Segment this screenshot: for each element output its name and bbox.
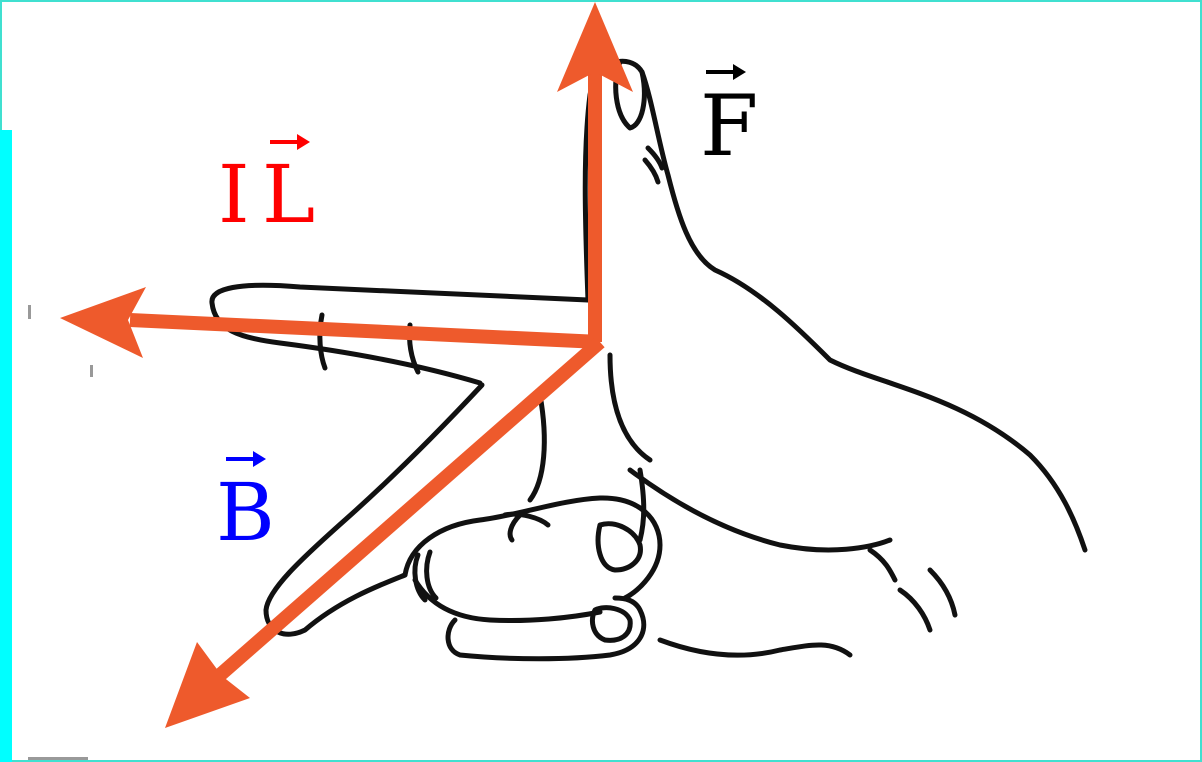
current-arrow-shaft (129, 313, 601, 349)
left-cyan-bar (0, 130, 12, 762)
field-label: B (216, 466, 275, 559)
current-vector-label: L (262, 148, 315, 241)
current-prefix-label: I (218, 148, 250, 241)
field-arrow-shaft (215, 336, 605, 681)
current-label-group: I L (218, 134, 315, 241)
force-arrowhead-icon (557, 2, 633, 92)
residual-marks (28, 305, 93, 760)
force-label-group: F (700, 64, 758, 175)
current-arrowhead-icon (60, 287, 146, 358)
vector-arrows (60, 2, 633, 728)
force-vector-arrow-icon (706, 64, 746, 80)
field-arrowhead-icon (165, 642, 250, 728)
field-vector-arrow-icon (226, 451, 266, 467)
current-vector-arrow-icon (270, 134, 310, 150)
field-label-group: B (216, 451, 275, 559)
force-label: F (700, 77, 758, 175)
